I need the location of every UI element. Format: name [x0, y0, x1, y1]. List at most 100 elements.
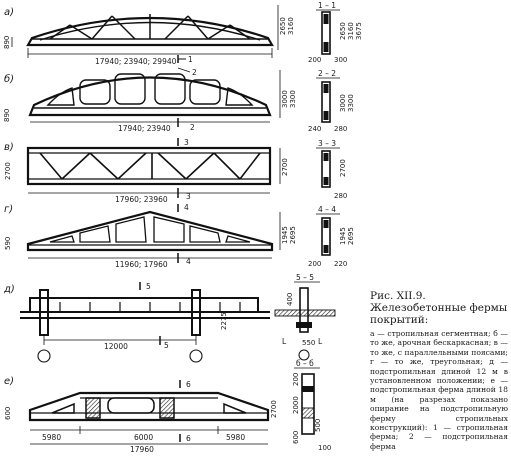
cut-mark-6: 6: [186, 434, 191, 443]
truss-e-left-height: 600: [4, 407, 12, 420]
truss-v-left-height: 2700: [4, 162, 12, 180]
s2-w2: 280: [334, 125, 347, 133]
s6-side: 100: [318, 444, 331, 452]
cut-mark-2: 2: [190, 123, 195, 132]
panel-e-label: е): [4, 376, 14, 387]
truss-b-right-h1: 3000: [281, 90, 289, 108]
cut-mark-3-top: 3: [184, 138, 189, 147]
truss-e-openings: [51, 397, 247, 419]
truss-a-span: 17940; 23940; 29940: [95, 57, 177, 66]
truss-d-right-h1: 2275: [220, 312, 228, 330]
truss-g-span: 11960; 17960: [115, 260, 168, 269]
truss-e-outline: [28, 391, 270, 422]
s5-axis-marker: [298, 349, 310, 361]
panel-d-label: д): [3, 284, 15, 295]
caption-body: а — стропильная сегментная; б — то же, а…: [370, 329, 508, 451]
truss-e-span: 17960: [130, 445, 154, 454]
truss-b-right-h2: 3300: [289, 90, 297, 108]
truss-d-roof-beams: [59, 302, 241, 312]
truss-v: в) 2700 17960; 23960 3 3 2700: [4, 138, 289, 204]
section-3-3: 3 – 3 2700 280: [316, 139, 347, 200]
section-2-2-label: 2 – 2: [318, 69, 336, 78]
truss-v-outline: [26, 146, 272, 186]
panel-a-label: а): [4, 7, 14, 18]
s4-h2: 2695: [347, 227, 355, 245]
cut-mark-4: 4: [186, 257, 191, 266]
caption-title: Рис. XII.9. Железобетонные фермы покрыти…: [370, 290, 508, 326]
section-4-4: 4 – 4 1945 2695 200 220: [308, 205, 355, 268]
s6-mid: 2000: [292, 396, 300, 414]
truss-d-span: 12000: [104, 342, 128, 351]
truss-b-span: 17940; 23940: [118, 124, 171, 133]
s1-h2: 3160: [347, 22, 355, 40]
s6-bottom: 600: [292, 431, 300, 444]
s2-w1: 240: [308, 125, 321, 133]
section-4-4-label: 4 – 4: [318, 205, 336, 214]
panel-g-label: г): [4, 204, 13, 215]
truss-a-right-h1: 2650: [279, 17, 287, 35]
truss-e-right-h1: 2700: [270, 400, 278, 418]
cut-mark-2-top: 2: [192, 68, 197, 77]
cut-mark-5: 5: [164, 341, 169, 350]
section-1-1: 1 – 1 2650 3160 3675 200 300: [308, 1, 363, 64]
truss-e-seg3: 5980: [226, 433, 245, 442]
s1-w1: 200: [308, 56, 321, 64]
truss-e-seg1: 5980: [42, 433, 61, 442]
truss-b-left-height: 890: [3, 109, 11, 122]
truss-d-structure: [20, 289, 270, 336]
s2-h2: 3300: [347, 94, 355, 112]
truss-a-web: [49, 14, 251, 40]
cut-mark-3: 3: [186, 192, 191, 201]
truss-g-left-height: 590: [4, 237, 12, 250]
s2-h1: 3000: [339, 94, 347, 112]
section-2-2: 2 – 2 3000 3300 240 280: [308, 69, 355, 133]
truss-v-span: 17960; 23960: [115, 195, 168, 204]
truss-e-seg2: 6000: [134, 433, 153, 442]
cut-mark-6-top: 6: [186, 380, 191, 389]
truss-a-outline: [26, 16, 274, 47]
truss-g: г) 590 11960; 17960 4 4 1945 2695: [4, 203, 297, 269]
axis-marker-left: [37, 349, 51, 363]
cut-mark-4-top: 4: [184, 203, 189, 212]
truss-a-right-h2: 3160: [287, 17, 295, 35]
panel-v-label: в): [4, 142, 14, 153]
section-5-5-label: 5 – 5: [296, 273, 314, 282]
s5-side-left: L: [282, 337, 287, 346]
section-5-5: 5 – 5 400 L L 550: [274, 273, 336, 361]
s4-h1: 1945: [339, 227, 347, 245]
panel-b-label: б): [4, 73, 14, 85]
cut-mark-1: 1: [188, 55, 193, 64]
truss-b: б) 890 17940; 23940 2 2 3000 3300: [3, 67, 297, 133]
s1-h1: 2650: [339, 22, 347, 40]
figure-caption: Рис. XII.9. Железобетонные фермы покрыти…: [370, 290, 508, 451]
truss-a-left-height: 890: [3, 36, 11, 49]
truss-v-right-h1: 2700: [281, 158, 289, 176]
truss-v-web: [39, 152, 261, 180]
truss-g-outline: [26, 210, 274, 252]
axis-marker-right: [189, 349, 203, 363]
truss-a: а) 890 17940; 23940; 29940 1 2650 3160: [3, 5, 295, 66]
truss-b-panels: [46, 73, 254, 106]
truss-g-panels: [49, 216, 251, 243]
section-3-3-label: 3 – 3: [318, 139, 336, 148]
s6-top: 200: [292, 373, 300, 386]
truss-d: д) 12000 5 5 2275: [3, 282, 270, 363]
s3-h1: 2700: [339, 159, 347, 177]
s6-width: 500: [314, 419, 322, 432]
truss-g-right-h1: 1945: [281, 226, 289, 244]
section-6-6-label: б – б: [296, 359, 314, 368]
section-1-1-label: 1 – 1: [318, 1, 336, 10]
s3-w1: 280: [334, 192, 347, 200]
s4-w2: 220: [334, 260, 347, 268]
s1-h3: 3675: [355, 22, 363, 40]
section-6-6: б – б 200 2000 600 500 100: [292, 359, 331, 452]
truss-b-outline: [28, 76, 272, 117]
truss-g-right-h2: 2695: [289, 226, 297, 244]
s5-top: 400: [286, 293, 294, 306]
truss-e: е) 600 5980 6000 5980 17960 6 6 2700: [4, 376, 278, 454]
s4-w1: 200: [308, 260, 321, 268]
s5-side-right: L: [318, 337, 323, 346]
s1-w2: 300: [334, 56, 347, 64]
s5-bottom: 550: [302, 339, 315, 347]
